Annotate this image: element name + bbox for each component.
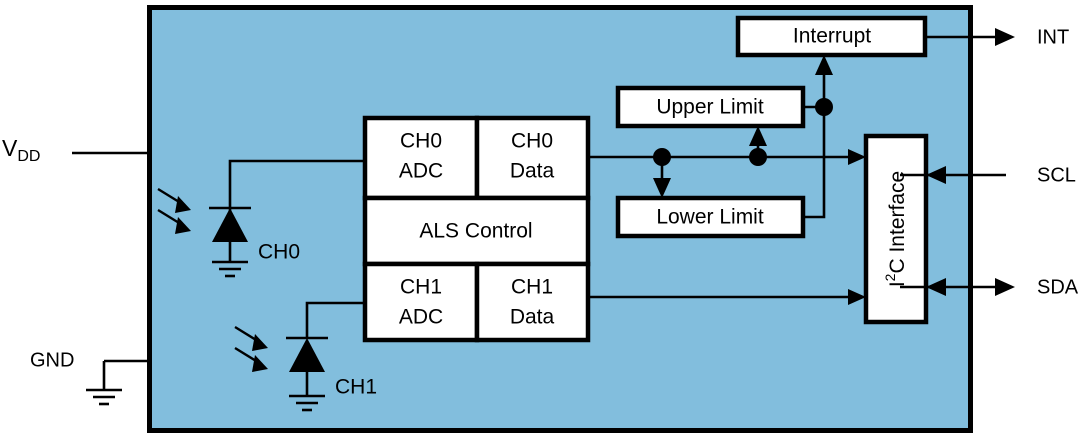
wire-limits-to-interrupt (803, 75, 826, 219)
block-interrupt[interactable] (735, 15, 928, 58)
ch1-diode-triangle (289, 338, 325, 372)
arrowhead-ch1data-to-i2c (848, 289, 866, 305)
photodiode-label-ch1: CH1 (335, 376, 377, 399)
arrowhead-scl-in (926, 166, 946, 184)
block-ch1-data[interactable] (474, 261, 591, 343)
light-arrow-icon-ch0-upper (157, 187, 191, 213)
block-ch0-data-line2: Data (510, 160, 555, 183)
ground-icon-ch1 (289, 394, 325, 412)
ground-icon-external (86, 388, 122, 406)
pin-label-sda: SDA (1037, 276, 1079, 298)
pin-label-vdd: VDD (2, 135, 40, 165)
pin-label-int: INT (1037, 26, 1069, 48)
light-arrow-icon-ch1-lower (234, 346, 268, 372)
block-ch0-adc[interactable] (362, 115, 480, 201)
block-ch1-adc-line2: ADC (399, 306, 443, 329)
arrowhead-sda-out (995, 278, 1015, 296)
arrowhead-ch0data-to-i2c (848, 149, 866, 165)
photodiode-ch0: CH0 (157, 159, 365, 278)
ch1-diode-anode-wire (305, 301, 365, 338)
junction-dot-interrupt-trigger (815, 98, 833, 116)
arrowhead-to-lower-limit (653, 178, 671, 198)
block-i2c-interface-label: I2C Interface (882, 171, 909, 287)
vdd-base: V (2, 135, 18, 161)
block-i2c-interface[interactable] (863, 133, 929, 325)
i2c-label-superscript: 2 (882, 273, 898, 281)
block-als-control-label: ALS Control (419, 220, 532, 243)
photodiode-ch1: CH1 (234, 301, 377, 412)
i2c-label-i: I (886, 281, 909, 287)
ground-icon-ch0 (212, 260, 248, 278)
pin-label-gnd: GND (30, 349, 74, 371)
block-lower-limit-label: Lower Limit (656, 206, 764, 229)
ch0-diode-triangle (212, 208, 248, 242)
block-als-control[interactable] (362, 195, 591, 267)
block-ch0-adc-line1: CH0 (400, 130, 442, 153)
photodiode-label-ch0: CH0 (258, 241, 300, 264)
block-ch1-data-line2: Data (510, 306, 555, 329)
arrowhead-int-out (995, 28, 1015, 46)
block-interrupt-label: Interrupt (793, 25, 871, 48)
arrowhead-to-upper-limit (749, 126, 767, 146)
pin-label-scl: SCL (1037, 164, 1076, 186)
block-lower-limit[interactable] (615, 195, 806, 239)
i2c-label-rest: C Interface (886, 171, 909, 274)
block-ch1-data-line1: CH1 (511, 276, 553, 299)
block-ch0-adc-line2: ADC (399, 160, 443, 183)
block-ch0-data-line1: CH0 (511, 130, 553, 153)
arrowhead-to-interrupt (815, 55, 833, 75)
block-ch1-adc-line1: CH1 (400, 276, 442, 299)
light-arrow-icon-ch0-lower (157, 208, 191, 234)
light-arrow-icon-ch1-upper (234, 325, 268, 351)
block-upper-limit[interactable] (615, 85, 806, 129)
block-upper-limit-label: Upper Limit (656, 96, 764, 119)
vdd-subscript: DD (17, 148, 40, 165)
arrowhead-sda-in (926, 278, 946, 296)
core-block-group: CH0 ADC CH0 Data ALS Control CH1 ADC CH1… (362, 115, 591, 343)
